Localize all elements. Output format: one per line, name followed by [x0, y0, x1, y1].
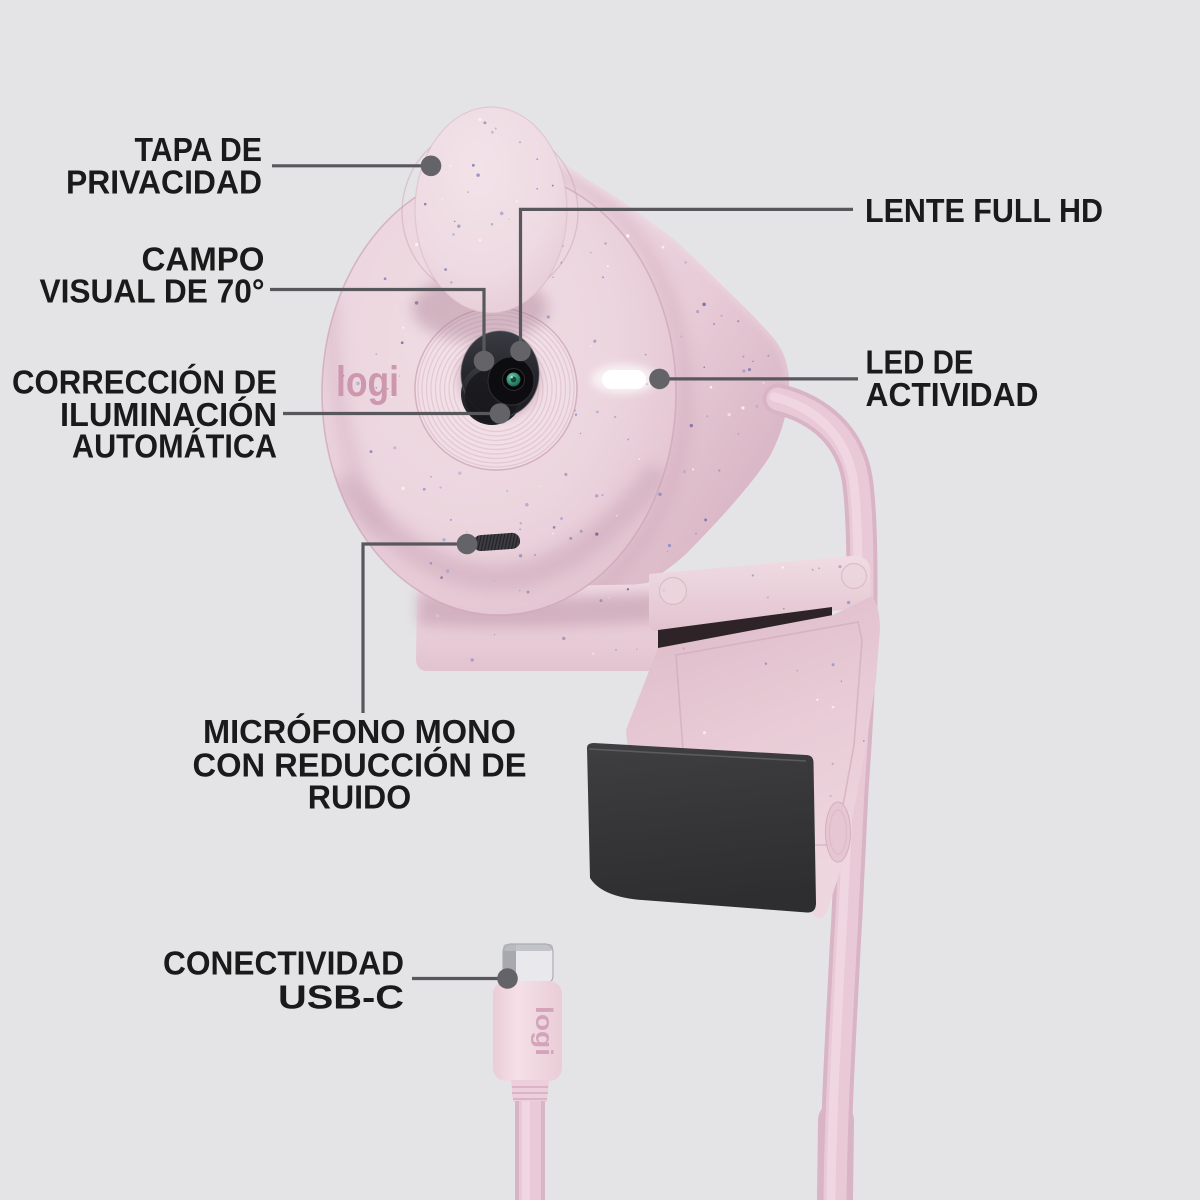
svg-text:logi: logi [530, 1006, 557, 1056]
svg-text:CONECTIVIDAD: CONECTIVIDAD [163, 945, 404, 982]
svg-text:logi: logi [336, 358, 399, 406]
svg-text:PRIVACIDAD: PRIVACIDAD [66, 164, 262, 201]
svg-text:AUTOMÁTICA: AUTOMÁTICA [72, 428, 277, 465]
svg-text:LENTE FULL HD: LENTE FULL HD [865, 192, 1103, 229]
svg-text:CORRECCIÓN DE: CORRECCIÓN DE [12, 364, 277, 401]
svg-text:CON REDUCCIÓN DE: CON REDUCCIÓN DE [193, 747, 527, 784]
svg-text:CAMPO: CAMPO [142, 241, 265, 278]
svg-text:ACTIVIDAD: ACTIVIDAD [866, 376, 1039, 413]
svg-text:TAPA DE: TAPA DE [135, 131, 263, 168]
svg-text:ILUMINACIÓN: ILUMINACIÓN [60, 396, 277, 433]
svg-text:RUIDO: RUIDO [308, 779, 412, 816]
svg-text:VISUAL DE 70°: VISUAL DE 70° [40, 273, 265, 310]
svg-text:MICRÓFONO MONO: MICRÓFONO MONO [203, 713, 516, 750]
svg-text:LED DE: LED DE [866, 344, 974, 381]
svg-text:USB-C: USB-C [278, 979, 404, 1016]
